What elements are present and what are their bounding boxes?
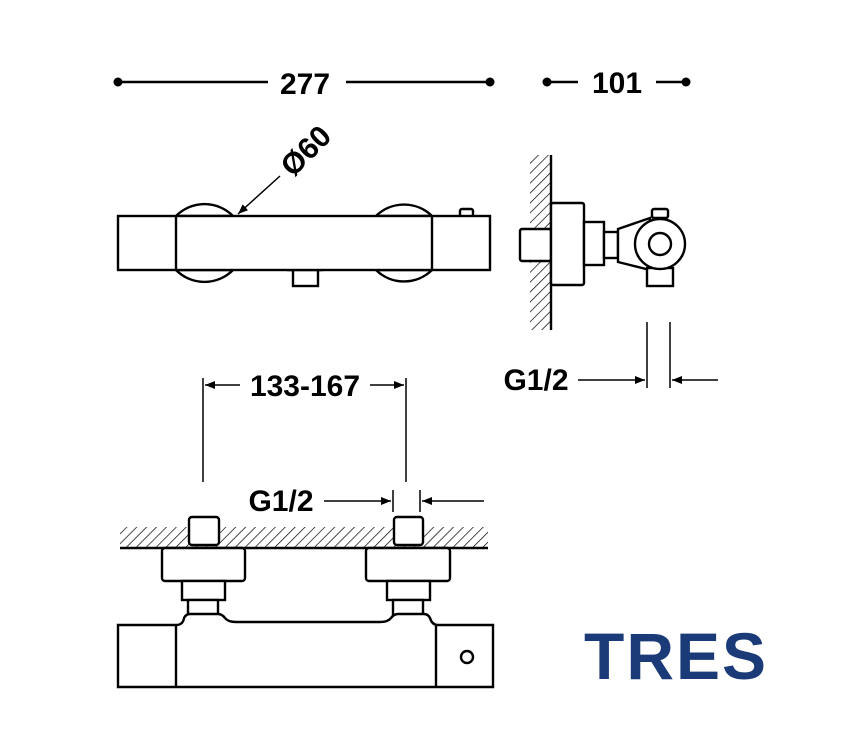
dimension-thread-bottom: G1/2 — [248, 485, 484, 518]
thread-bottom-label: G1/2 — [248, 485, 313, 518]
dimension-width: 277 — [113, 68, 495, 101]
svg-text:TRES: TRES — [584, 619, 768, 693]
top-view — [116, 515, 495, 689]
dimension-width-label: 277 — [280, 68, 330, 101]
thread-side-label: G1/2 — [503, 364, 568, 397]
dimension-depth: 101 — [542, 67, 691, 100]
inlet-centers-label: 133-167 — [250, 370, 360, 403]
side-view: G1/2 — [503, 155, 718, 397]
dimension-depth-label: 101 — [592, 67, 642, 100]
dimension-diameter-label: Ø60 — [275, 120, 338, 183]
tres-logo: TRES — [584, 619, 768, 693]
dimension-inlet-centers: 133-167 — [202, 370, 407, 482]
dimension-diameter: Ø60 — [237, 120, 338, 215]
front-view — [116, 202, 492, 288]
